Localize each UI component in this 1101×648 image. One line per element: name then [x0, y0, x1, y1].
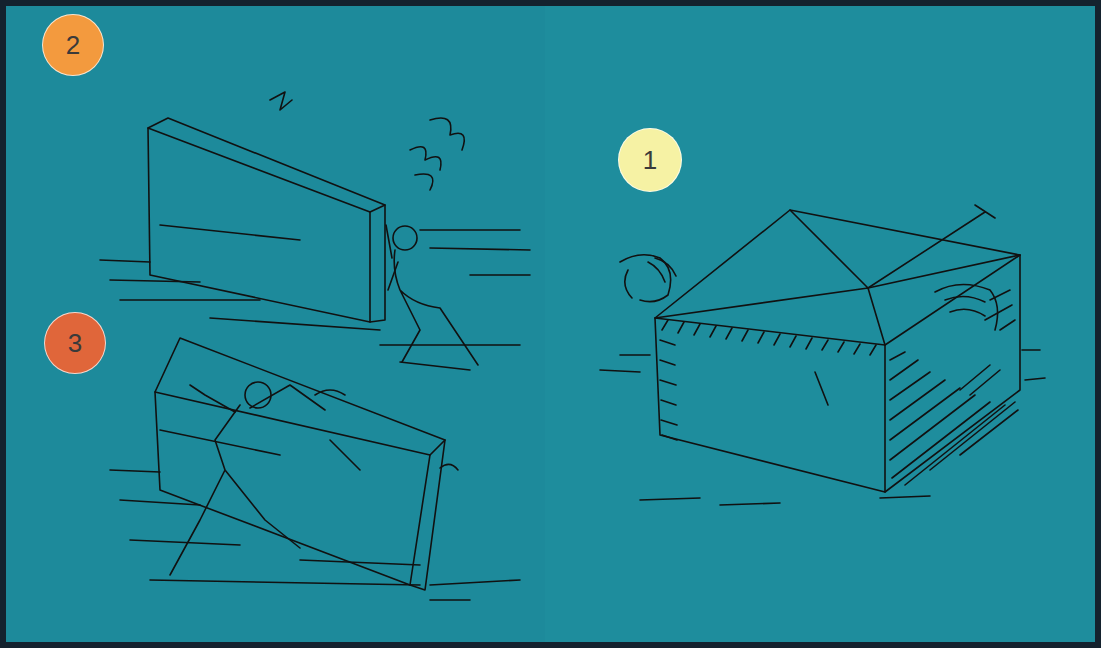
- slab-drawing: [110, 338, 520, 600]
- callout-circle: 2: [42, 14, 104, 76]
- panel-ground: [6, 6, 1095, 642]
- block-drawing: [600, 205, 1045, 505]
- callout-circle: 3: [44, 312, 106, 374]
- callout-number: 2: [66, 32, 80, 58]
- callout-number: 1: [643, 147, 657, 173]
- callout-circle: 1: [618, 128, 682, 192]
- panel-band: [545, 6, 1095, 642]
- callout-number: 3: [68, 330, 82, 356]
- slab-drawing: [100, 92, 530, 370]
